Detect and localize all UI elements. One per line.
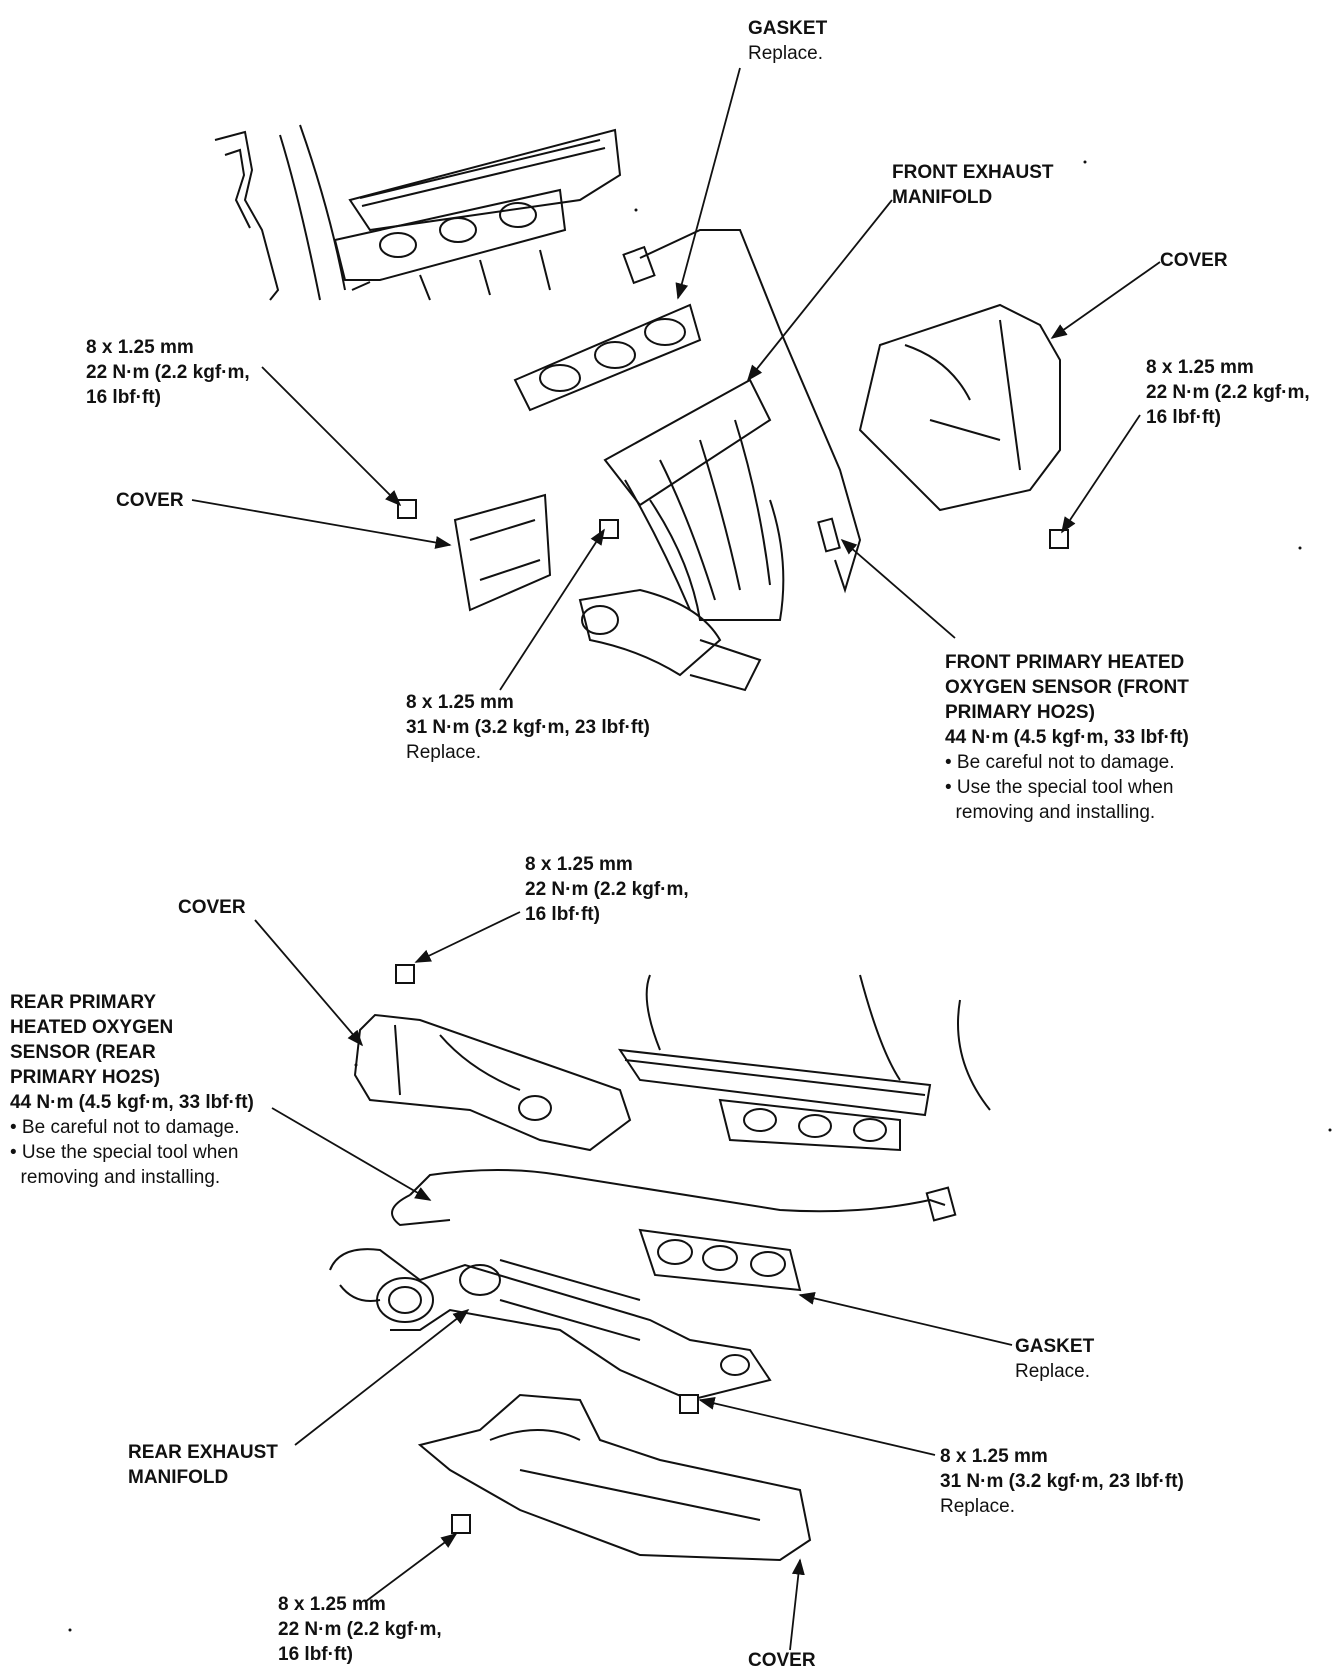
front-sensor-label: FRONT PRIMARY HEATED OXYGEN SENSOR (FRON…	[945, 650, 1189, 825]
top-cover-right-label: COVER	[1160, 248, 1228, 273]
top-bolt-left-line-1: 8 x 1.25 mm	[86, 337, 194, 358]
bottom-nut-line-3: Replace.	[940, 1496, 1015, 1517]
bottom-cover-low-text: COVER	[748, 1650, 816, 1671]
bottom-nut-label: 8 x 1.25 mm 31 N·m (3.2 kgf·m, 23 lbf·ft…	[940, 1444, 1184, 1519]
rear-sensor-line-5: 44 N·m (4.5 kgf·m, 33 lbf·ft)	[10, 1092, 254, 1113]
rear-exhaust-manifold	[329, 1248, 772, 1402]
bottom-gasket-title: GASKET	[1015, 1336, 1095, 1357]
bottom-bolt-low-line-1: 8 x 1.25 mm	[278, 1594, 386, 1615]
front-engine-block	[214, 124, 622, 301]
bottom-cover-top-label: COVER	[178, 895, 246, 920]
top-bolt-left-line-3: 16 lbf·ft)	[86, 387, 161, 408]
front-sensor-line-6: • Use the special tool when	[945, 777, 1174, 798]
top-nut-line-2: 31 N·m (3.2 kgf·m, 23 lbf·ft)	[406, 717, 650, 738]
bottom-bolt-top-line-3: 16 lbf·ft)	[525, 904, 600, 925]
front-manifold-line-2: MANIFOLD	[892, 187, 993, 208]
rear-oxygen-sensor-wire	[391, 1169, 957, 1227]
front-manifold-line-1: FRONT EXHAUST	[892, 162, 1054, 183]
bottom-bolt-top-label: 8 x 1.25 mm 22 N·m (2.2 kgf·m, 16 lbf·ft…	[525, 852, 689, 927]
front-oxygen-sensor-wire	[622, 229, 862, 594]
top-cover-left-text: COVER	[116, 490, 184, 511]
front-exhaust-manifold	[578, 378, 785, 692]
rear-gasket	[638, 1228, 802, 1292]
rear-manifold-label: REAR EXHAUST MANIFOLD	[128, 1440, 278, 1490]
scan-specks	[68, 160, 1332, 1632]
rear-sensor-line-2: HEATED OXYGEN	[10, 1017, 174, 1038]
top-bolt-right-line-2: 22 N·m (2.2 kgf·m,	[1146, 382, 1310, 403]
rear-sensor-line-8: removing and installing.	[10, 1167, 221, 1188]
front-sensor-line-5: • Be careful not to damage.	[945, 752, 1175, 773]
front-sensor-line-2: OXYGEN SENSOR (FRONT	[945, 677, 1189, 698]
front-sensor-line-7: removing and installing.	[945, 802, 1156, 823]
top-nut-line-3: Replace.	[406, 742, 481, 763]
rear-sensor-line-6: • Be careful not to damage.	[10, 1117, 240, 1138]
top-nut-line-1: 8 x 1.25 mm	[406, 692, 514, 713]
rear-manifold-line-1: REAR EXHAUST	[128, 1442, 278, 1463]
rear-sensor-line-7: • Use the special tool when	[10, 1142, 239, 1163]
rear-sensor-line-1: REAR PRIMARY	[10, 992, 157, 1013]
top-cover-left-label: COVER	[116, 488, 184, 513]
top-bolt-right-line-1: 8 x 1.25 mm	[1146, 357, 1254, 378]
rear-sensor-line-4: PRIMARY HO2S)	[10, 1067, 160, 1088]
bottom-cover-top-text: COVER	[178, 897, 246, 918]
top-bolt-left-line-2: 22 N·m (2.2 kgf·m,	[86, 362, 250, 383]
top-cover-right-text: COVER	[1160, 250, 1228, 271]
front-heat-shield-cover	[858, 303, 1061, 512]
top-bolt-left-label: 8 x 1.25 mm 22 N·m (2.2 kgf·m, 16 lbf·ft…	[86, 335, 250, 410]
bottom-fasteners	[395, 964, 699, 1534]
rear-lower-cover	[417, 1393, 812, 1562]
rear-engine-block	[617, 974, 991, 1152]
top-bolt-right-line-3: 16 lbf·ft)	[1146, 407, 1221, 428]
top-nut-label: 8 x 1.25 mm 31 N·m (3.2 kgf·m, 23 lbf·ft…	[406, 690, 650, 765]
rear-manifold-line-2: MANIFOLD	[128, 1467, 229, 1488]
front-sensor-line-4: 44 N·m (4.5 kgf·m, 33 lbf·ft)	[945, 727, 1189, 748]
rear-upper-cover	[353, 1013, 632, 1152]
top-gasket-title: GASKET	[748, 18, 828, 39]
bottom-nut-line-1: 8 x 1.25 mm	[940, 1446, 1048, 1467]
front-sensor-line-3: PRIMARY HO2S)	[945, 702, 1095, 723]
bottom-cover-low-label: COVER	[748, 1648, 816, 1673]
front-gasket	[513, 303, 702, 412]
top-bolt-right-label: 8 x 1.25 mm 22 N·m (2.2 kgf·m, 16 lbf·ft…	[1146, 355, 1310, 430]
front-manifold-label: FRONT EXHAUST MANIFOLD	[892, 160, 1054, 210]
top-gasket-label: GASKET Replace.	[748, 16, 827, 66]
bottom-bolt-low-line-2: 22 N·m (2.2 kgf·m,	[278, 1619, 442, 1640]
front-sensor-line-1: FRONT PRIMARY HEATED	[945, 652, 1185, 673]
bottom-gasket-label: GASKET Replace.	[1015, 1334, 1094, 1384]
bottom-gasket-note: Replace.	[1015, 1361, 1090, 1382]
leader-lines	[191, 67, 1161, 1651]
top-gasket-note: Replace.	[748, 43, 823, 64]
bottom-nut-line-2: 31 N·m (3.2 kgf·m, 23 lbf·ft)	[940, 1471, 1184, 1492]
rear-sensor-line-3: SENSOR (REAR	[10, 1042, 156, 1063]
bottom-bolt-low-label: 8 x 1.25 mm 22 N·m (2.2 kgf·m, 16 lbf·ft…	[278, 1592, 442, 1667]
front-side-cover	[453, 493, 552, 612]
rear-sensor-label: REAR PRIMARY HEATED OXYGEN SENSOR (REAR …	[10, 990, 254, 1190]
top-fasteners	[397, 499, 1069, 549]
bottom-bolt-top-line-1: 8 x 1.25 mm	[525, 854, 633, 875]
bottom-bolt-low-line-3: 16 lbf·ft)	[278, 1644, 353, 1665]
bottom-bolt-top-line-2: 22 N·m (2.2 kgf·m,	[525, 879, 689, 900]
